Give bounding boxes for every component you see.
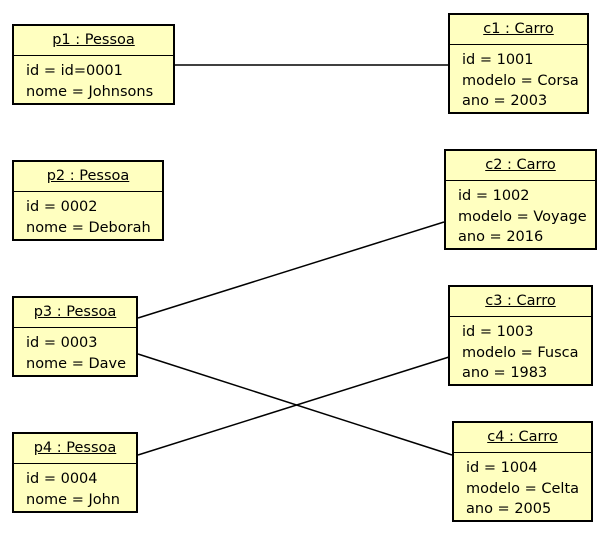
attribute: nome = Johnsons <box>26 83 154 100</box>
object-title: c2 : Carro <box>446 151 595 181</box>
attribute: id = 1004 <box>466 460 538 476</box>
object-attributes: id = 1002 modelo = Voyage ano = 2016 <box>446 181 595 248</box>
object-c4[interactable]: c4 : Carro id = 1004 modelo = Celta ano … <box>452 421 593 522</box>
object-p2[interactable]: p2 : Pessoa id = 0002 nome = Deborah <box>12 160 164 241</box>
attribute: id = 1002 <box>458 188 530 204</box>
link-p3-c4 <box>137 353 453 456</box>
attribute: id = 1001 <box>462 52 534 68</box>
attribute: id = 1003 <box>462 324 534 340</box>
attribute: ano = 1983 <box>462 365 548 381</box>
object-attributes: id = 0002 nome = Deborah <box>14 192 162 238</box>
attribute: id = 0003 <box>26 335 98 351</box>
object-title: c3 : Carro <box>450 287 591 317</box>
attribute: id = id=0001 <box>26 63 123 79</box>
object-title: c4 : Carro <box>454 423 591 453</box>
link-p4-c3 <box>137 356 450 456</box>
object-attributes: id = 0003 nome = Dave <box>14 328 136 374</box>
attribute: modelo = Corsa <box>462 72 579 89</box>
object-p3[interactable]: p3 : Pessoa id = 0003 nome = Dave <box>12 296 138 377</box>
object-title: p4 : Pessoa <box>14 434 136 464</box>
object-attributes: id = 1003 modelo = Fusca ano = 1983 <box>450 317 591 384</box>
attribute: modelo = Celta <box>466 480 580 497</box>
object-title: p2 : Pessoa <box>14 162 162 192</box>
link-p3-c2 <box>137 221 445 319</box>
object-title: c1 : Carro <box>450 15 587 45</box>
attribute: id = 0002 <box>26 199 98 215</box>
attribute: nome = John <box>26 491 121 508</box>
attribute: nome = Deborah <box>26 219 151 236</box>
object-attributes: id = id=0001 nome = Johnsons <box>14 56 173 102</box>
object-p1[interactable]: p1 : Pessoa id = id=0001 nome = Johnsons <box>12 24 175 105</box>
object-attributes: id = 1001 modelo = Corsa ano = 2003 <box>450 45 587 112</box>
attribute: ano = 2016 <box>458 229 544 245</box>
attribute: nome = Dave <box>26 355 127 372</box>
object-c3[interactable]: c3 : Carro id = 1003 modelo = Fusca ano … <box>448 285 593 386</box>
object-c2[interactable]: c2 : Carro id = 1002 modelo = Voyage ano… <box>444 149 597 250</box>
object-title: p3 : Pessoa <box>14 298 136 328</box>
object-p4[interactable]: p4 : Pessoa id = 0004 nome = John <box>12 432 138 513</box>
attribute: id = 0004 <box>26 471 98 487</box>
object-c1[interactable]: c1 : Carro id = 1001 modelo = Corsa ano … <box>448 13 589 114</box>
object-attributes: id = 0004 nome = John <box>14 464 136 510</box>
attribute: ano = 2005 <box>466 501 552 517</box>
attribute: modelo = Voyage <box>458 208 587 225</box>
object-title: p1 : Pessoa <box>14 26 173 56</box>
attribute: modelo = Fusca <box>462 344 579 361</box>
attribute: ano = 2003 <box>462 93 548 109</box>
object-attributes: id = 1004 modelo = Celta ano = 2005 <box>454 453 591 520</box>
